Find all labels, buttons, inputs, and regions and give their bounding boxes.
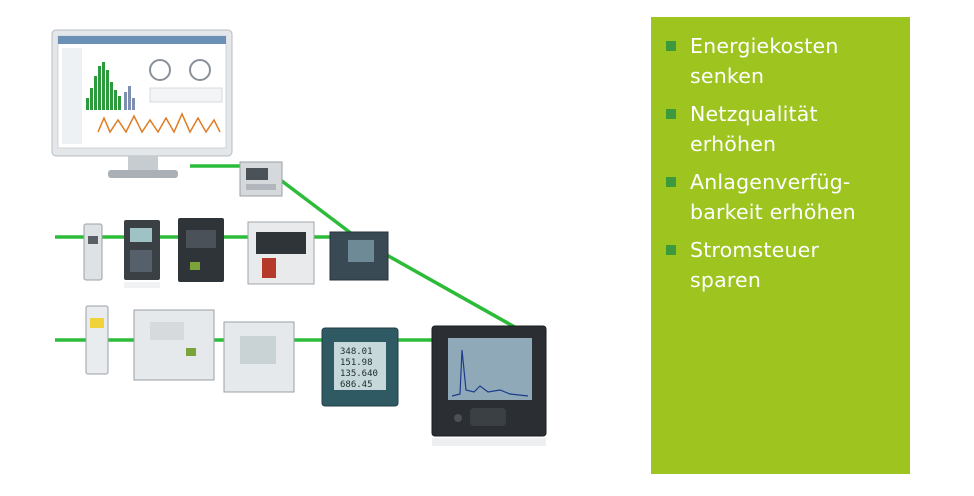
benefit-text-line-2: senken [690,64,765,88]
panel-meter-icon [329,231,389,281]
energy-network-illustration: 348.01 151.98 135.640 686.45 [51,29,547,446]
din-meter-display-icon [223,321,295,393]
benefit-text-line-2: barkeit erhöhen [690,200,856,224]
meter-reading-3: 135.640 [340,369,378,379]
circuit-breaker-small-icon [83,223,103,281]
benefit-item-power-quality: Netzqualität erhöhen [666,99,904,159]
bullet-square-icon [666,177,676,187]
benefit-item-energy-costs: Energiekosten senken [666,31,904,91]
bullet-square-icon [666,245,676,255]
din-meter-large-icon [133,309,215,381]
benefit-item-electricity-tax: Stromsteuer sparen [666,235,904,295]
meter-reading-4: 686.45 [340,380,373,390]
bullet-square-icon [666,41,676,51]
bullet-square-icon [666,109,676,119]
monitor-icon [51,29,233,178]
din-meter-small-icon [85,305,109,375]
benefit-item-availability: Anlagenverfüg- barkeit erhöhen [666,167,904,227]
power-meter-display-icon: 348.01 151.98 135.640 686.45 [321,327,399,407]
benefit-text-line-2: erhöhen [690,132,777,156]
benefit-text-line-1: Energiekosten [690,34,839,58]
gateway-device-icon [239,161,283,197]
benefit-text-line-1: Anlagenverfüg- [690,170,851,194]
power-quality-analyzer-icon [431,325,547,437]
meter-reading-1: 348.01 [340,347,373,357]
benefit-text-line-1: Stromsteuer [690,238,820,262]
drive-unit-icon [124,220,160,280]
meter-reading-2: 151.98 [340,358,373,368]
air-circuit-breaker-icon [247,221,315,285]
benefit-text-line-1: Netzqualität [690,102,818,126]
breaker-unit-icon [178,218,224,282]
benefit-text-line-2: sparen [690,268,762,292]
benefits-list: Energiekosten senken Netzqualität erhöhe… [666,31,904,303]
benefits-panel: Energiekosten senken Netzqualität erhöhe… [651,17,910,474]
